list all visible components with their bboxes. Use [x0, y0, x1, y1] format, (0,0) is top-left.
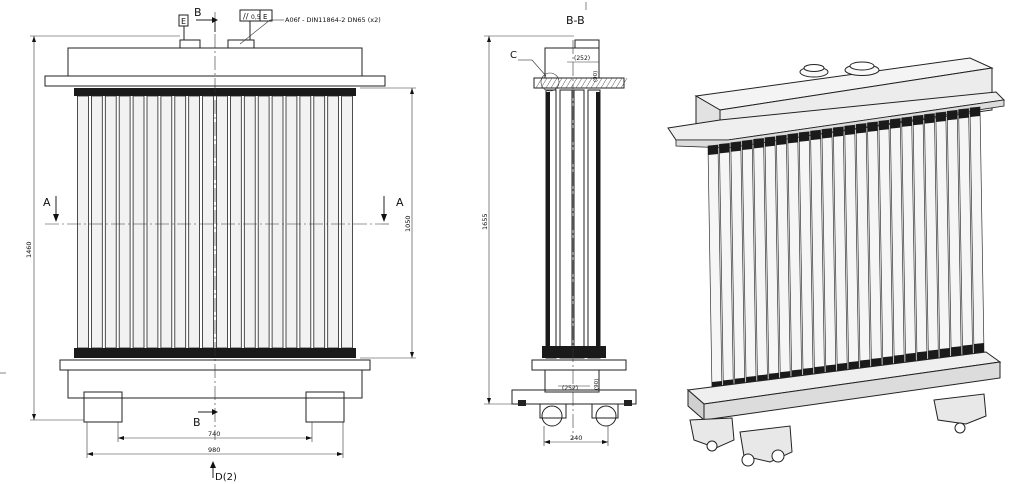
render-tube: [958, 108, 973, 357]
dim-side-height: 1655: [481, 213, 489, 230]
section-a-right-label: A: [396, 196, 404, 209]
front-tube: [160, 95, 173, 349]
front-tube: [327, 95, 340, 349]
front-tube: [341, 95, 353, 349]
front-tube: [271, 95, 284, 349]
dim-bottom-width: (252): [562, 385, 578, 392]
front-tube: [257, 95, 270, 349]
render-tube: [878, 119, 894, 368]
side-annotations: C (252) (90) (252) (90) 1655 240: [481, 35, 609, 446]
front-tube: [91, 95, 103, 349]
dim-top-width: (252): [574, 55, 590, 62]
side-view: B-B: [511, 2, 637, 440]
front-tube: [216, 95, 228, 349]
datum-label-e: E: [181, 17, 186, 26]
dim-tube-height: 1050: [404, 215, 412, 232]
render-tube: [901, 116, 917, 365]
front-top-gasket: [74, 88, 356, 96]
tolerance-symbol: //: [243, 12, 249, 21]
front-tube: [285, 95, 298, 349]
front-tube: [299, 95, 312, 349]
detail-c-label: C: [510, 50, 517, 61]
front-tube: [188, 95, 200, 349]
front-annotations: E B // 0,5 E A06f - DIN11864-2 DN65 (x2)…: [0, 6, 416, 483]
dim-feet-width: 740: [208, 430, 220, 438]
render-3d-view: [667, 57, 1006, 467]
front-foot-right: [305, 391, 345, 423]
front-tube: [146, 95, 159, 349]
section-b-bottom-label: B: [193, 416, 201, 429]
front-foot-left: [83, 391, 123, 423]
dim-overall-width: 980: [208, 446, 220, 454]
front-tube: [174, 95, 187, 349]
dim-top-height: (90): [593, 71, 599, 82]
side-view-title: B-B: [566, 14, 585, 27]
front-tube: [313, 95, 326, 349]
front-view: [44, 12, 392, 440]
tolerance-value: 0,5: [251, 14, 261, 21]
front-tube: [202, 95, 214, 349]
front-tube: [118, 95, 131, 349]
dim-base-width: 240: [570, 434, 582, 442]
section-b-top-label: B: [194, 6, 202, 19]
front-tube: [77, 95, 89, 349]
render-tube: [844, 124, 860, 373]
render-tube: [946, 109, 962, 358]
tolerance-datum: E: [263, 13, 267, 21]
front-nozzle-left: [179, 39, 201, 49]
nozzle-callout: A06f - DIN11864-2 DN65 (x2): [285, 16, 381, 24]
render-tube-bank: [707, 106, 985, 393]
front-nozzle-right: [227, 39, 255, 49]
dim-overall-height: 1460: [25, 241, 33, 258]
front-tube: [243, 95, 256, 349]
section-a-left-label: A: [43, 196, 51, 209]
front-tube: [104, 95, 117, 349]
front-tube: [132, 95, 145, 349]
view-arrow-label: D(2): [215, 472, 237, 483]
front-tube: [229, 95, 242, 349]
dim-bottom-height: (90): [594, 379, 600, 390]
